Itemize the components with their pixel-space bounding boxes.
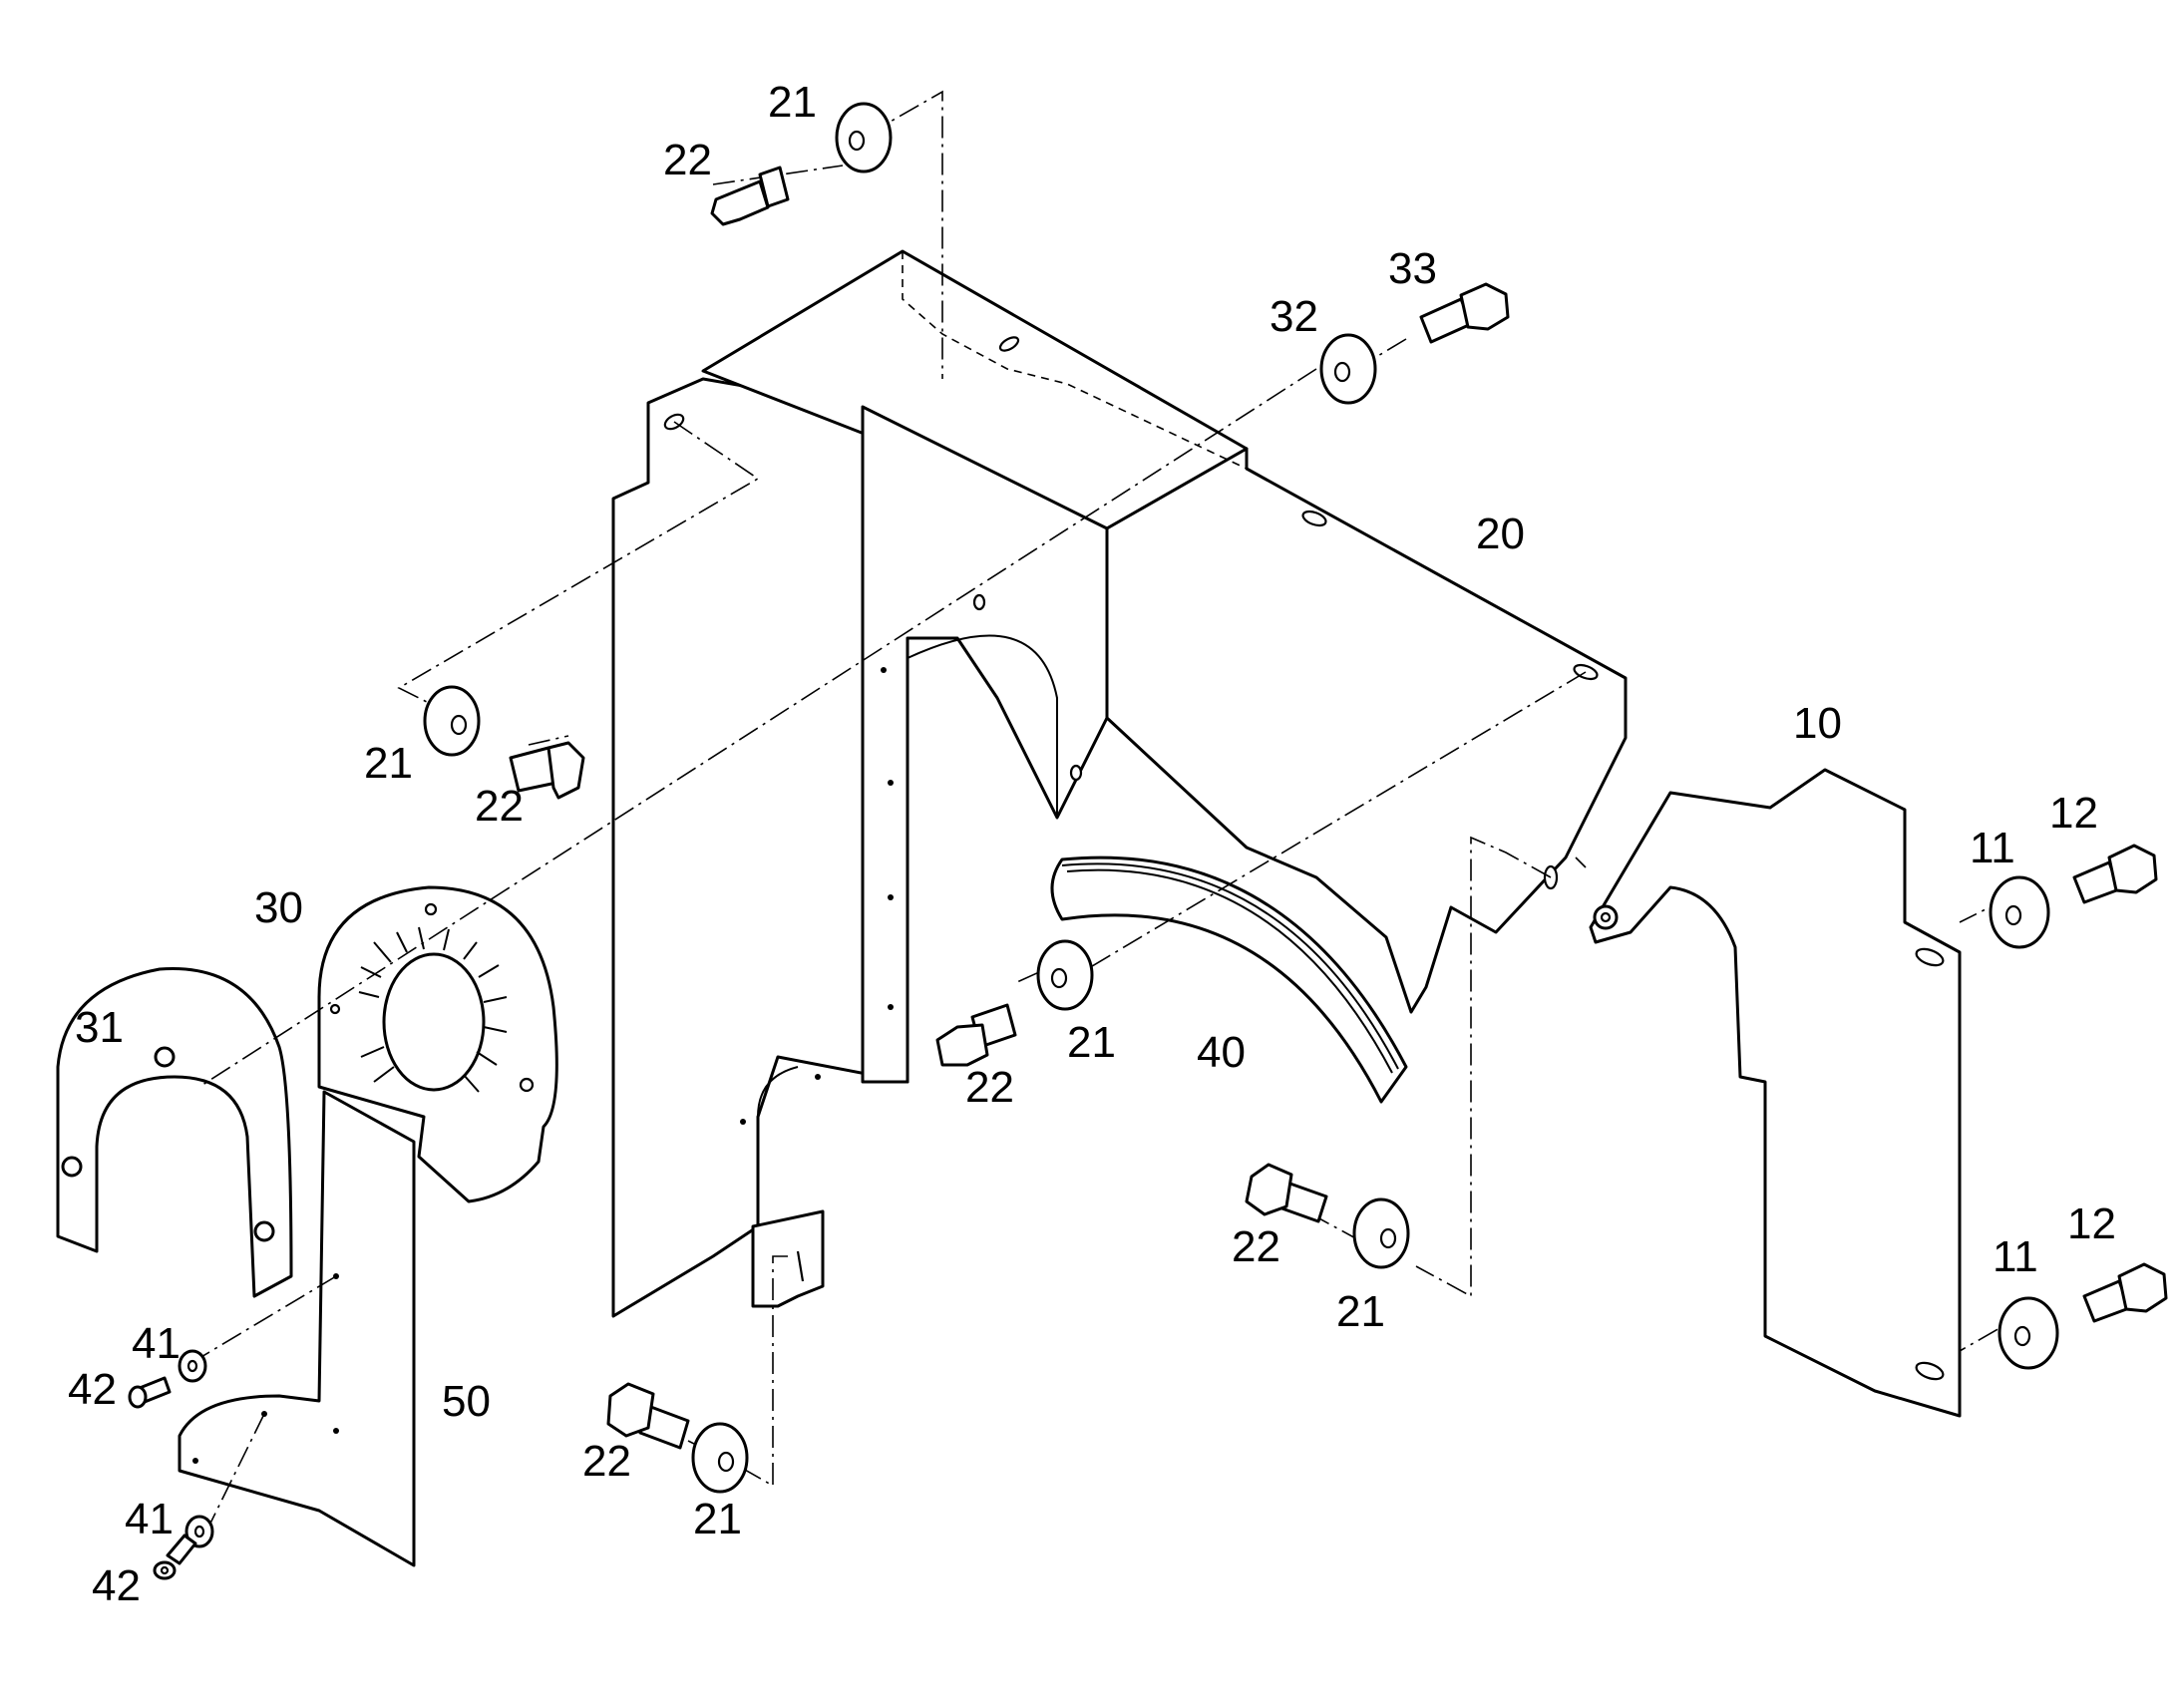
washer-41-top xyxy=(178,1349,207,1383)
label-21: 21 xyxy=(1336,1287,1385,1336)
washer-32 xyxy=(1319,333,1377,405)
label-20: 20 xyxy=(1476,510,1525,558)
part-31-horseshoe xyxy=(56,966,293,1298)
bolt-22-center xyxy=(935,1003,1017,1067)
label-22: 22 xyxy=(1232,1222,1280,1271)
washer-11-top xyxy=(1989,875,2050,949)
part-50-plate xyxy=(178,1090,416,1567)
part-40-curved-seal xyxy=(1050,855,1408,1104)
bolt-12-top xyxy=(2072,844,2158,904)
bolt-22-left xyxy=(509,741,585,800)
bolt-42-top xyxy=(128,1376,172,1409)
label-42: 42 xyxy=(68,1365,117,1414)
label-21: 21 xyxy=(768,78,817,127)
label-40: 40 xyxy=(1197,1028,1246,1077)
label-12: 12 xyxy=(2067,1199,2116,1248)
label-22: 22 xyxy=(965,1063,1014,1112)
bolt-22-top xyxy=(710,166,790,226)
label-31: 31 xyxy=(75,1003,124,1052)
label-11: 11 xyxy=(1970,824,2015,872)
label-22: 22 xyxy=(582,1437,631,1486)
label-33: 33 xyxy=(1388,244,1437,293)
label-30: 30 xyxy=(254,883,303,932)
bolt-22-lower-right xyxy=(1245,1163,1328,1223)
label-12: 12 xyxy=(2049,789,2098,838)
radial-ticks xyxy=(358,926,508,1093)
bolt-42-bottom xyxy=(153,1534,197,1580)
washers xyxy=(178,102,2059,1548)
label-21: 21 xyxy=(364,739,413,788)
bolt-33 xyxy=(1419,282,1510,344)
part-30-round-plate xyxy=(317,885,558,1203)
bolt-22-bottom xyxy=(606,1382,690,1450)
label-21: 21 xyxy=(693,1495,742,1543)
bolt-12-bottom xyxy=(2082,1262,2168,1323)
label-11: 11 xyxy=(1993,1232,2038,1281)
label-21: 21 xyxy=(1067,1018,1116,1067)
label-41: 41 xyxy=(125,1495,174,1543)
washer-21-bottom xyxy=(691,1422,749,1494)
label-50: 50 xyxy=(442,1377,491,1426)
washer-41-bottom xyxy=(184,1515,214,1548)
part-10-angle-bracket xyxy=(1589,768,1962,1418)
label-22: 22 xyxy=(475,782,524,831)
washer-11-bottom xyxy=(1998,1296,2059,1370)
washer-21-center xyxy=(1036,939,1094,1011)
label-32: 32 xyxy=(1270,292,1318,341)
label-22: 22 xyxy=(663,136,712,184)
label-41: 41 xyxy=(132,1319,181,1368)
washer-21-left xyxy=(423,685,481,757)
washer-21-lower-right xyxy=(1352,1197,1410,1269)
bolts xyxy=(128,166,2168,1580)
label-10: 10 xyxy=(1793,699,1842,748)
washer-21-top xyxy=(835,102,893,173)
label-42: 42 xyxy=(92,1561,141,1610)
part-labels: 21 22 33 32 20 21 22 10 11 12 30 31 21 2… xyxy=(68,78,2116,1610)
part-20-housing xyxy=(611,249,1628,1318)
